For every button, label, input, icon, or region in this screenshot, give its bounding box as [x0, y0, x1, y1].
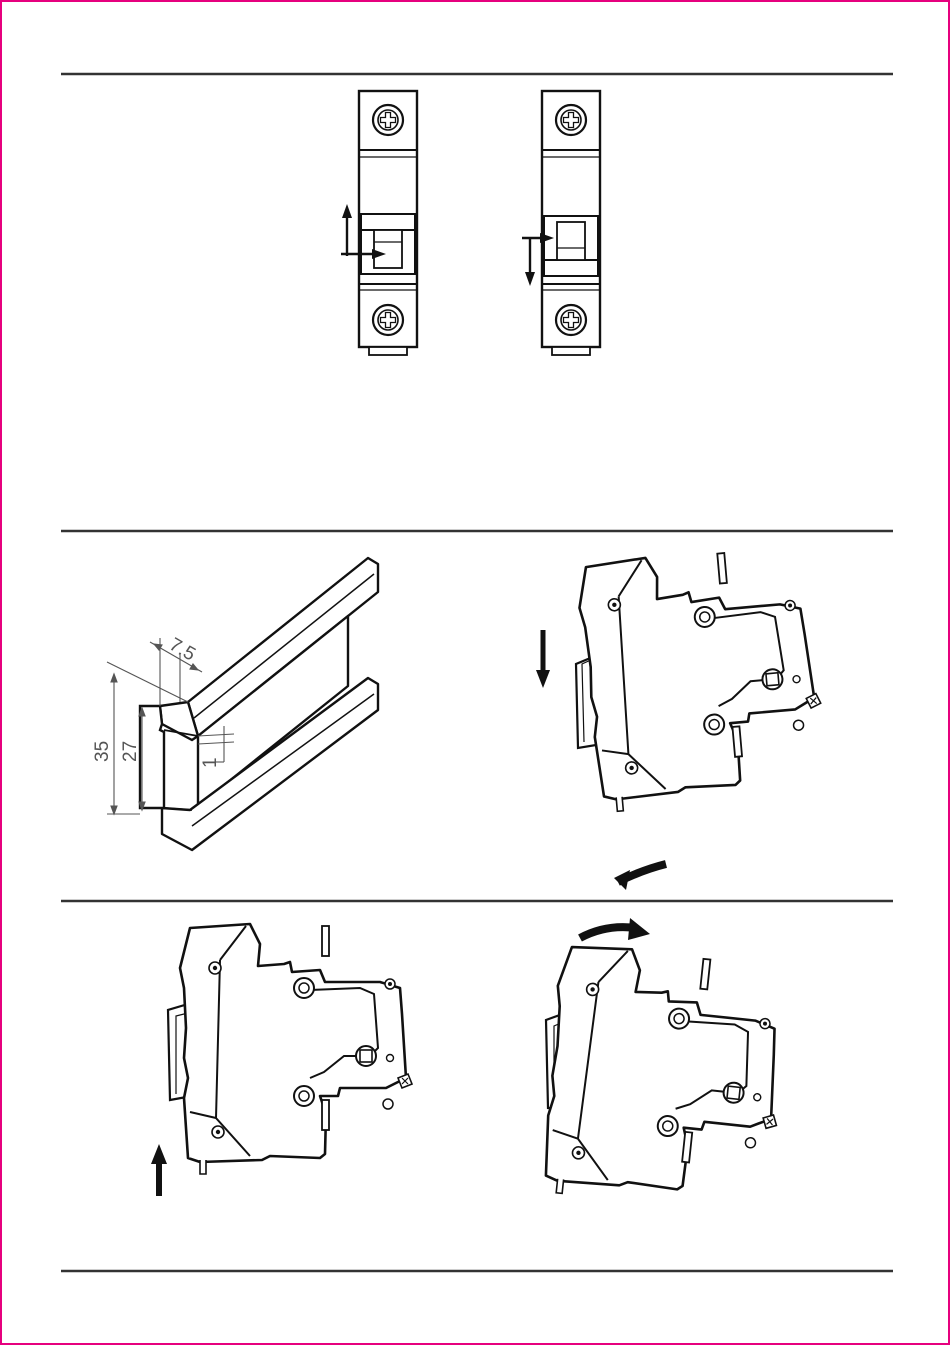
breaker-front-off [522, 91, 600, 355]
din-rail-drawing: 35 27 7.5 1 [92, 558, 378, 850]
screw-icon [556, 105, 586, 135]
mounting-step-2 [151, 924, 412, 1196]
mounting-step-3 [536, 918, 793, 1215]
dim-35-label: 35 [92, 741, 113, 762]
dim-7-5-label: 7.5 [166, 634, 199, 665]
rotate-arrow-icon [580, 918, 650, 940]
rotate-arrow-icon [614, 864, 666, 890]
arrow-up-icon [151, 1144, 167, 1196]
mounting-step-1 [536, 544, 829, 890]
arrow-up-icon [342, 204, 352, 256]
breaker-front-on [341, 91, 417, 355]
screw-icon [373, 105, 403, 135]
dim-1-label: 1 [200, 757, 221, 768]
arrow-down-icon [525, 238, 535, 286]
screw-icon [556, 305, 586, 335]
arrow-down-icon [536, 630, 550, 688]
dim-27-label: 27 [120, 741, 141, 762]
screw-icon [373, 305, 403, 335]
